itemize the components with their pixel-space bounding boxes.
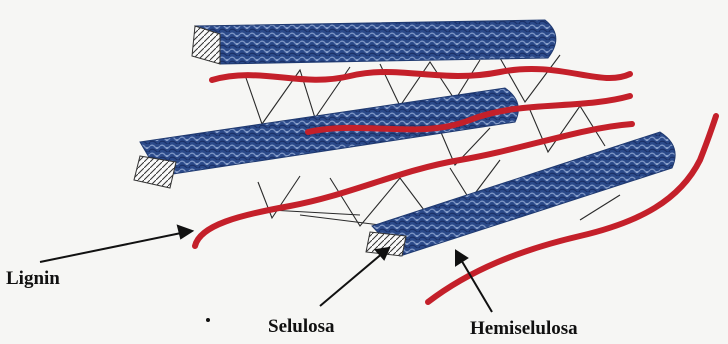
lignin-strand-top [212,69,630,80]
hemiselulosa-label: Hemiselulosa [470,318,578,340]
cellulose-fibril-middle [134,88,518,188]
lignin-label: Lignin [6,268,60,290]
cellulose-fibril-top [192,20,556,64]
selulosa-label: Selulosa [268,316,335,338]
